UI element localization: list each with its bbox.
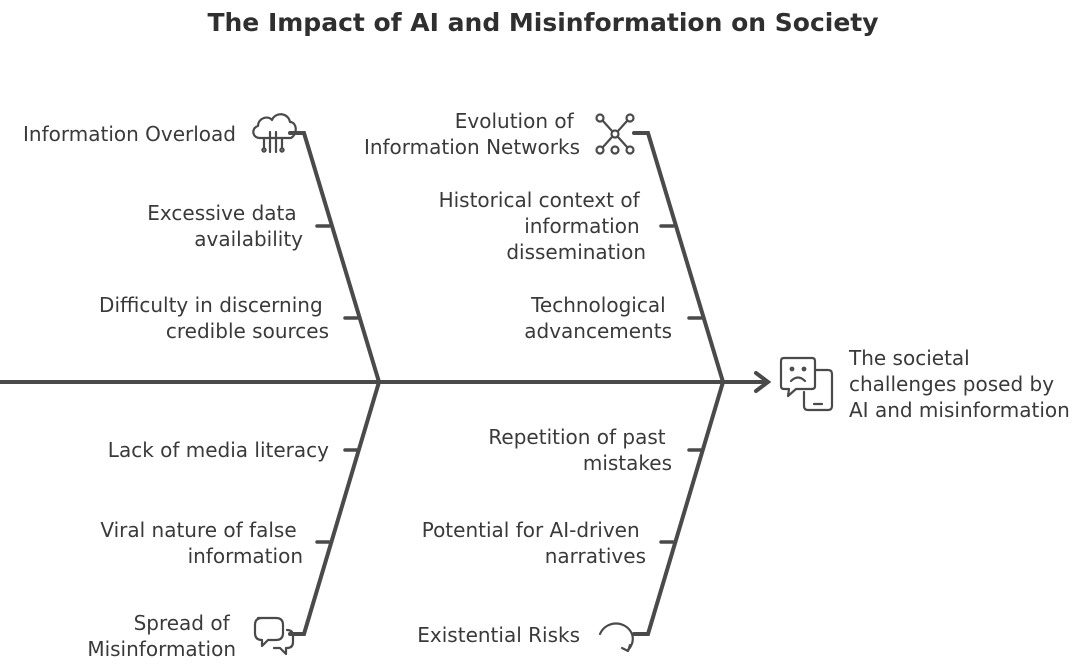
bone-top-left: [288, 131, 381, 384]
cause-technological-advancements: Technological advancements: [524, 293, 672, 343]
cause-excessive-data: Excessive data availability: [147, 201, 303, 251]
cloud-data-icon: [252, 113, 297, 154]
bone-bottom-right: [632, 380, 725, 636]
effect-text: The societal challenges posed by AI and …: [848, 346, 1070, 422]
branch-title-information-overload: Information Overload: [23, 122, 236, 146]
cause-historical-context: Historical context of information dissem…: [439, 188, 646, 264]
bone-top-right: [632, 131, 725, 384]
sad-phone-icon: [779, 356, 834, 412]
cause-viral-false-info: Viral nature of false information: [100, 518, 303, 568]
chat-bubbles-icon: [253, 616, 295, 656]
branch-title-evolution-networks: Evolution of Information Networks: [364, 109, 580, 159]
network-nodes-icon: [595, 113, 635, 155]
branch-title-existential-risks: Existential Risks: [417, 623, 580, 647]
cause-repetition-mistakes: Repetition of past mistakes: [488, 425, 672, 475]
curved-arrow-icon: [598, 622, 634, 653]
cause-discerning-sources: Difficulty in discerning credible source…: [99, 293, 329, 343]
spine-arrowhead: [754, 371, 772, 393]
bone-bottom-left: [288, 380, 381, 636]
branch-title-spread-misinformation: Spread of Misinformation: [87, 611, 236, 661]
cause-ai-narratives: Potential for AI-driven narratives: [422, 518, 646, 568]
diagram-title: The Impact of AI and Misinformation on S…: [207, 8, 878, 37]
cause-media-literacy: Lack of media literacy: [108, 438, 329, 462]
